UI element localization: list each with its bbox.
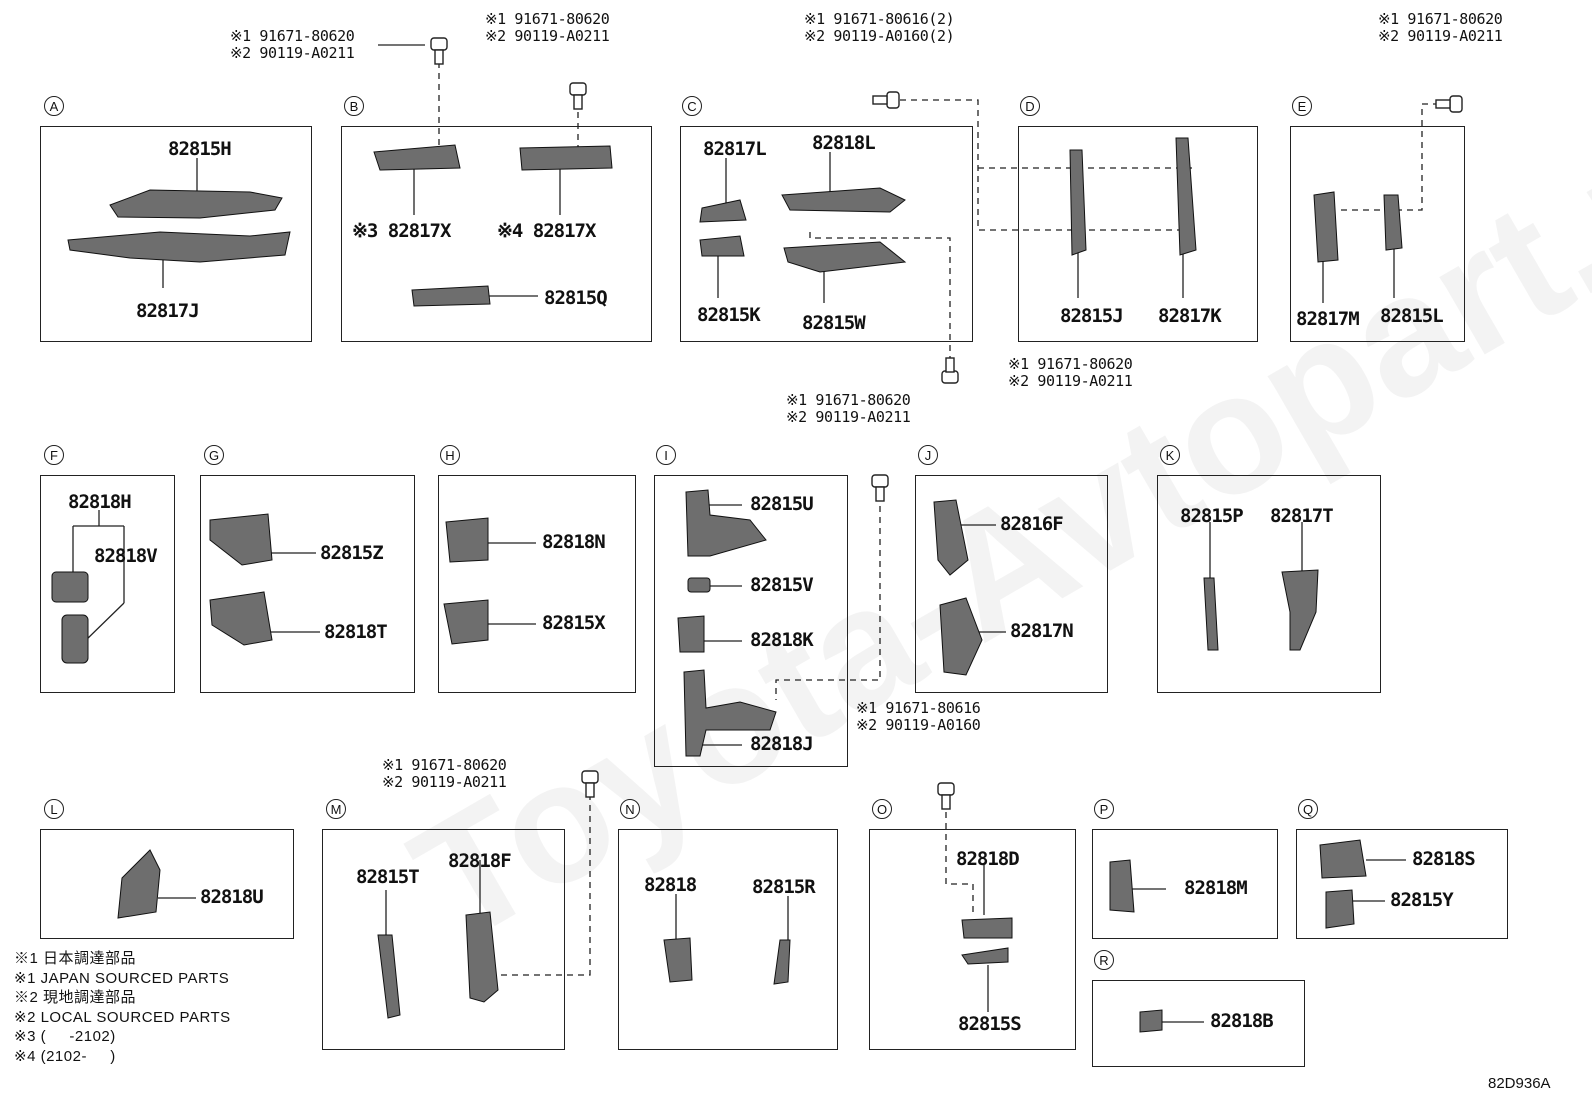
part-number[interactable]: 82818J <box>750 733 814 755</box>
part-number[interactable]: 82815V <box>750 574 814 596</box>
part-number[interactable]: 82818N <box>542 531 606 553</box>
group-R-label: R <box>1094 950 1114 970</box>
group-Q-label: Q <box>1298 799 1318 819</box>
part-number[interactable]: 82815W <box>802 312 866 334</box>
part-number[interactable]: 82817T <box>1270 505 1334 527</box>
footnote: ※1 JAPAN SOURCED PARTS <box>14 969 230 987</box>
part-number[interactable]: 82818 <box>644 874 697 896</box>
part-number[interactable]: 82815U <box>750 493 814 515</box>
group-M-label: M <box>326 799 346 819</box>
part-number[interactable]: 82817L <box>703 138 767 160</box>
footnote: ※1 日本調達部品 <box>14 950 137 967</box>
part-number[interactable]: 82818F <box>448 850 512 872</box>
part-number[interactable]: 82815K <box>697 304 761 326</box>
group-F-box <box>40 475 175 693</box>
bolt-reference[interactable]: ※1 91671-80616(2) ※2 90119-A0160(2) <box>804 10 955 45</box>
bolt-reference[interactable]: ※1 91671-80620 ※2 90119-A0211 <box>485 10 610 45</box>
part-number[interactable]: 82815Z <box>320 542 384 564</box>
part-number[interactable]: 82815R <box>752 876 816 898</box>
bolt-reference[interactable]: ※1 91671-80620 ※2 90119-A0211 <box>230 27 355 62</box>
part-number[interactable]: 82816F <box>1000 513 1064 535</box>
part-number[interactable]: 82818H <box>68 491 132 513</box>
footnote: ※2 現地調達部品 <box>14 989 137 1006</box>
group-K-box <box>1157 475 1381 693</box>
group-I-box <box>654 475 848 767</box>
part-number[interactable]: 82815X <box>542 612 606 634</box>
part-number[interactable]: 82815Q <box>544 287 608 309</box>
group-F-label: F <box>44 445 64 465</box>
group-H-box <box>438 475 636 693</box>
group-Q-box <box>1296 829 1508 939</box>
part-number[interactable]: 82818D <box>956 848 1020 870</box>
group-B-label: B <box>344 96 364 116</box>
group-E-label: E <box>1292 96 1312 116</box>
part-number[interactable]: 82818B <box>1210 1010 1274 1032</box>
part-number[interactable]: 82815Y <box>1390 889 1454 911</box>
part-number[interactable]: 82817M <box>1296 308 1360 330</box>
group-N-box <box>618 829 838 1050</box>
part-number[interactable]: ※4 82817X <box>497 220 596 242</box>
footnote: ※3 ( -2102) <box>14 1028 116 1045</box>
group-E-box <box>1290 126 1465 342</box>
part-number[interactable]: 82818U <box>200 886 264 908</box>
group-B-box <box>341 126 652 342</box>
part-number[interactable]: 82818V <box>94 545 158 567</box>
part-number[interactable]: 82815L <box>1380 305 1444 327</box>
group-C-label: C <box>682 96 702 116</box>
group-G-box <box>200 475 415 693</box>
part-number[interactable]: 82817J <box>136 300 200 322</box>
part-number[interactable]: 82815H <box>168 138 232 160</box>
part-number[interactable]: 82817K <box>1158 305 1222 327</box>
part-number[interactable]: 82815J <box>1060 305 1124 327</box>
group-H-label: H <box>440 445 460 465</box>
group-L-label: L <box>44 799 64 819</box>
part-number[interactable]: 82815T <box>356 866 420 888</box>
group-D-label: D <box>1020 96 1040 116</box>
group-C-box <box>680 126 973 342</box>
bolt-reference[interactable]: ※1 91671-80620 ※2 90119-A0211 <box>1378 10 1503 45</box>
bolt-reference[interactable]: ※1 91671-80620 ※2 90119-A0211 <box>786 391 911 426</box>
group-A-label: A <box>44 96 64 116</box>
group-A-box <box>40 126 312 342</box>
group-I-label: I <box>656 445 676 465</box>
part-number[interactable]: 82818K <box>750 629 814 651</box>
bolt-reference[interactable]: ※1 91671-80620 ※2 90119-A0211 <box>382 756 507 791</box>
part-number[interactable]: 82817N <box>1010 620 1074 642</box>
part-number[interactable]: 82818L <box>812 132 876 154</box>
group-M-box <box>322 829 565 1050</box>
group-P-label: P <box>1094 799 1114 819</box>
part-number[interactable]: 82815P <box>1180 505 1244 527</box>
group-J-box <box>915 475 1108 693</box>
group-J-label: J <box>918 445 938 465</box>
part-number[interactable]: 82818T <box>324 621 388 643</box>
part-number[interactable]: 82818M <box>1184 877 1248 899</box>
diagram-code: 82D936A <box>1488 1075 1551 1092</box>
group-D-box <box>1018 126 1258 342</box>
group-O-box <box>869 829 1076 1050</box>
group-L-box <box>40 829 294 939</box>
group-K-label: K <box>1160 445 1180 465</box>
footnote: ※2 LOCAL SOURCED PARTS <box>14 1008 231 1026</box>
group-N-label: N <box>620 799 640 819</box>
group-R-box <box>1092 980 1305 1067</box>
footnotes: ※1 日本調達部品 ※1 JAPAN SOURCED PARTS ※2 現地調達… <box>14 949 231 1066</box>
part-number[interactable]: 82818S <box>1412 848 1476 870</box>
group-O-label: O <box>872 799 892 819</box>
bolt-reference[interactable]: ※1 91671-80620 ※2 90119-A0211 <box>1008 355 1133 390</box>
group-G-label: G <box>204 445 224 465</box>
part-number[interactable]: ※3 82817X <box>352 220 451 242</box>
part-number[interactable]: 82815S <box>958 1013 1022 1035</box>
footnote: ※4 (2102- ) <box>14 1047 116 1065</box>
group-P-box <box>1092 829 1278 939</box>
bolt-reference[interactable]: ※1 91671-80616 ※2 90119-A0160 <box>856 699 981 734</box>
